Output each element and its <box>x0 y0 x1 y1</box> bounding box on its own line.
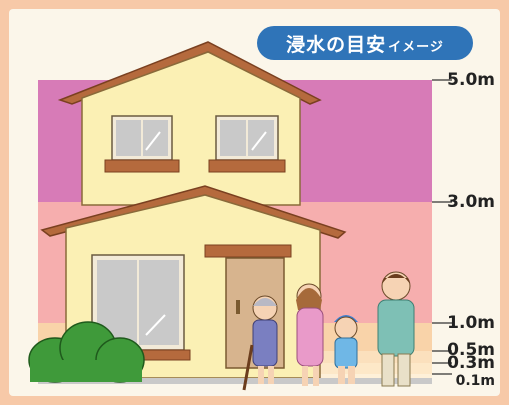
level-label-1m: 1.0m <box>447 313 495 333</box>
title-suffix: イメージ <box>388 39 444 55</box>
child <box>334 315 358 384</box>
level-label-0.5m: 0.5m <box>447 340 495 360</box>
father <box>377 271 415 387</box>
title-main: 浸水の目安 <box>286 33 387 56</box>
level-label-0.1m: 0.1m <box>455 373 495 389</box>
level-label-3m: 3.0m <box>447 192 495 212</box>
grandmother <box>242 295 278 391</box>
level-lines <box>432 79 452 375</box>
bush <box>28 321 145 383</box>
title-badge: 浸水の目安イメージ <box>257 26 473 60</box>
level-label-0.3m: 0.3m <box>447 353 495 373</box>
level-label-5m: 5.0m <box>447 70 495 90</box>
mother <box>296 283 324 386</box>
